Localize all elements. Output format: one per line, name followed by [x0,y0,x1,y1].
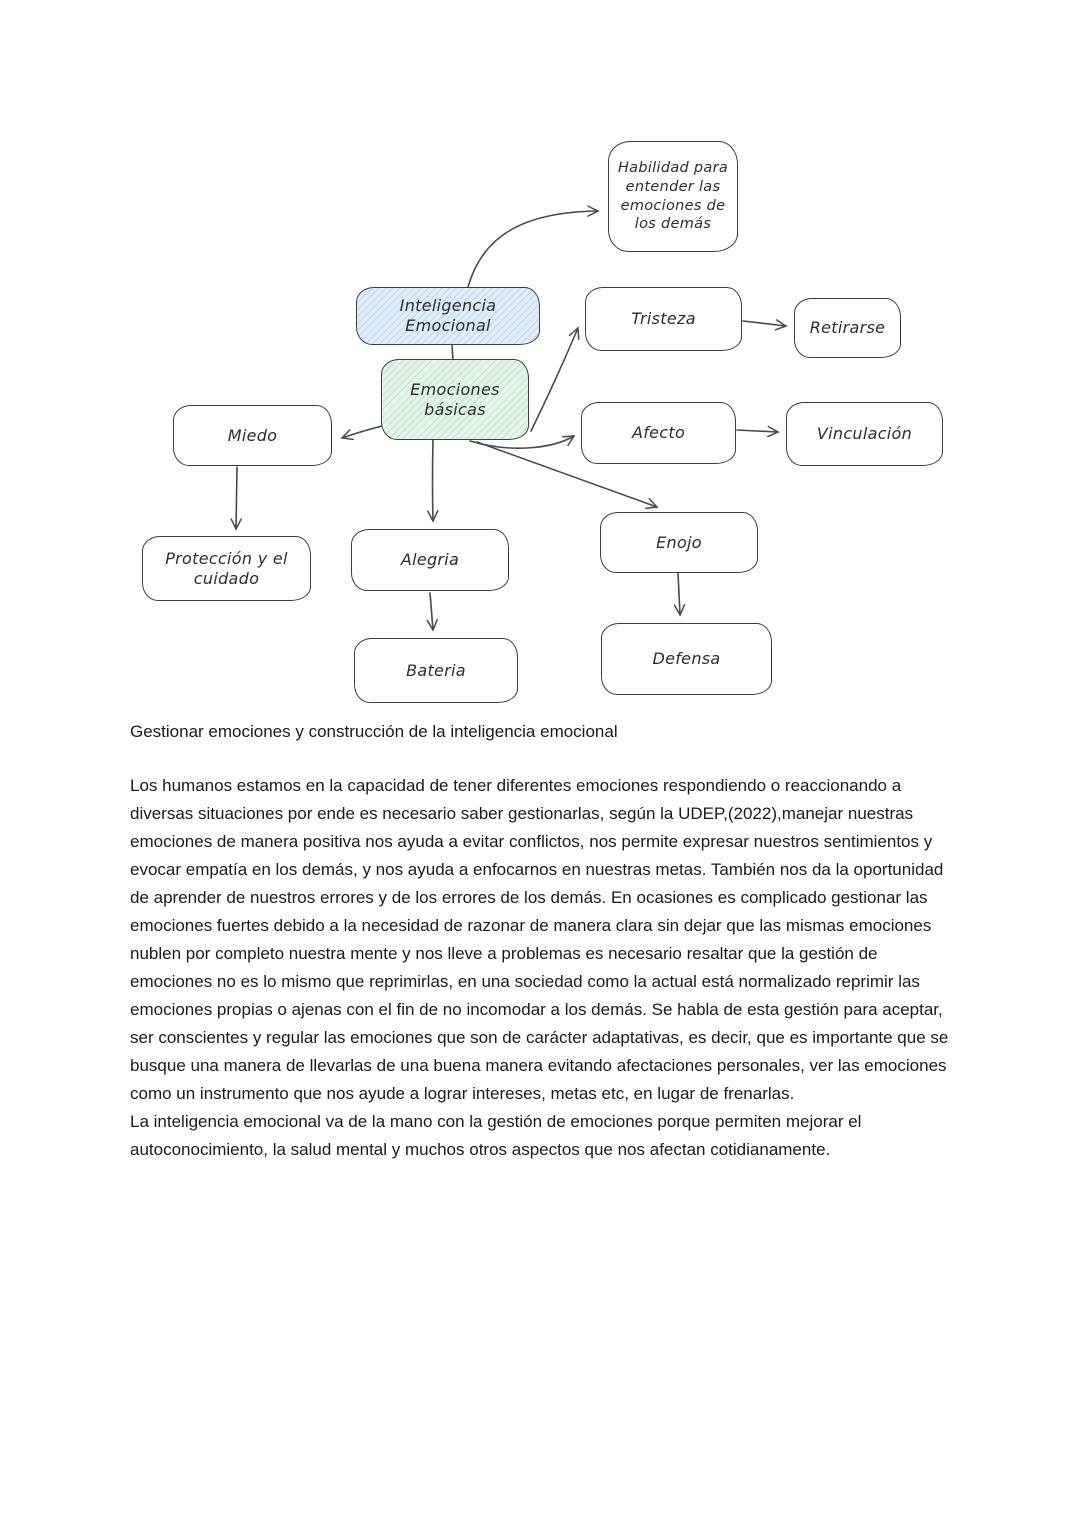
concept-map: Habilidad para entender las emociones de… [0,0,1080,715]
edge-miedo-proteccion [230,466,242,531]
node-inteligencia-emocional: Inteligencia Emocional [356,287,540,345]
node-vinculacion: Vinculación [786,402,943,466]
edge-emociones-alegria [426,439,439,523]
node-label: Emociones básicas [410,379,500,419]
node-enojo: Enojo [600,512,758,573]
edge-inteligencia-emociones [451,344,454,361]
node-tristeza: Tristeza [585,287,742,351]
edge-emociones-miedo [340,425,383,441]
node-label: Miedo [227,425,278,445]
node-miedo: Miedo [173,405,332,466]
node-alegria: Alegria [351,529,509,591]
node-label: Retirarse [809,318,886,337]
edge-inteligencia-habilidad [467,205,600,288]
edge-alegria-bateria [426,592,438,632]
node-label: Alegria [400,550,460,569]
node-proteccion: Protección y el cuidado [142,536,311,601]
body-paragraph: La inteligencia emocional va de la mano … [130,1112,862,1159]
node-habilidad: Habilidad para entender las emociones de… [608,141,738,252]
edge-emociones-enojo [476,441,659,510]
node-label: Vinculación [816,424,913,443]
node-emociones-basicas: Emociones básicas [381,359,529,440]
node-afecto: Afecto [581,402,736,464]
node-label: Protección y el cuidado [165,548,288,588]
concept-map-arrows [230,205,788,632]
node-bateria: Bateria [354,638,518,703]
edge-emociones-tristeza [530,326,580,432]
node-label: Habilidad para entender las emociones de… [617,159,729,233]
body-paragraph: Los humanos estamos en la capacidad de t… [130,776,949,1103]
node-label: Afecto [631,423,686,442]
node-retirarse: Retirarse [794,298,901,358]
edge-enojo-defensa [673,572,686,617]
edge-afecto-vinculacion [736,425,780,438]
article: Gestionar emociones y construcción de la… [130,718,962,1164]
node-defensa: Defensa [601,623,772,695]
node-label: Tristeza [631,309,696,328]
edge-tristeza-retirarse [742,319,788,331]
node-label: Enojo [656,532,702,552]
node-label: Inteligencia Emocional [399,296,497,335]
node-label: Bateria [406,660,466,680]
section-heading: Gestionar emociones y construcción de la… [130,722,618,741]
node-label: Defensa [652,649,721,668]
